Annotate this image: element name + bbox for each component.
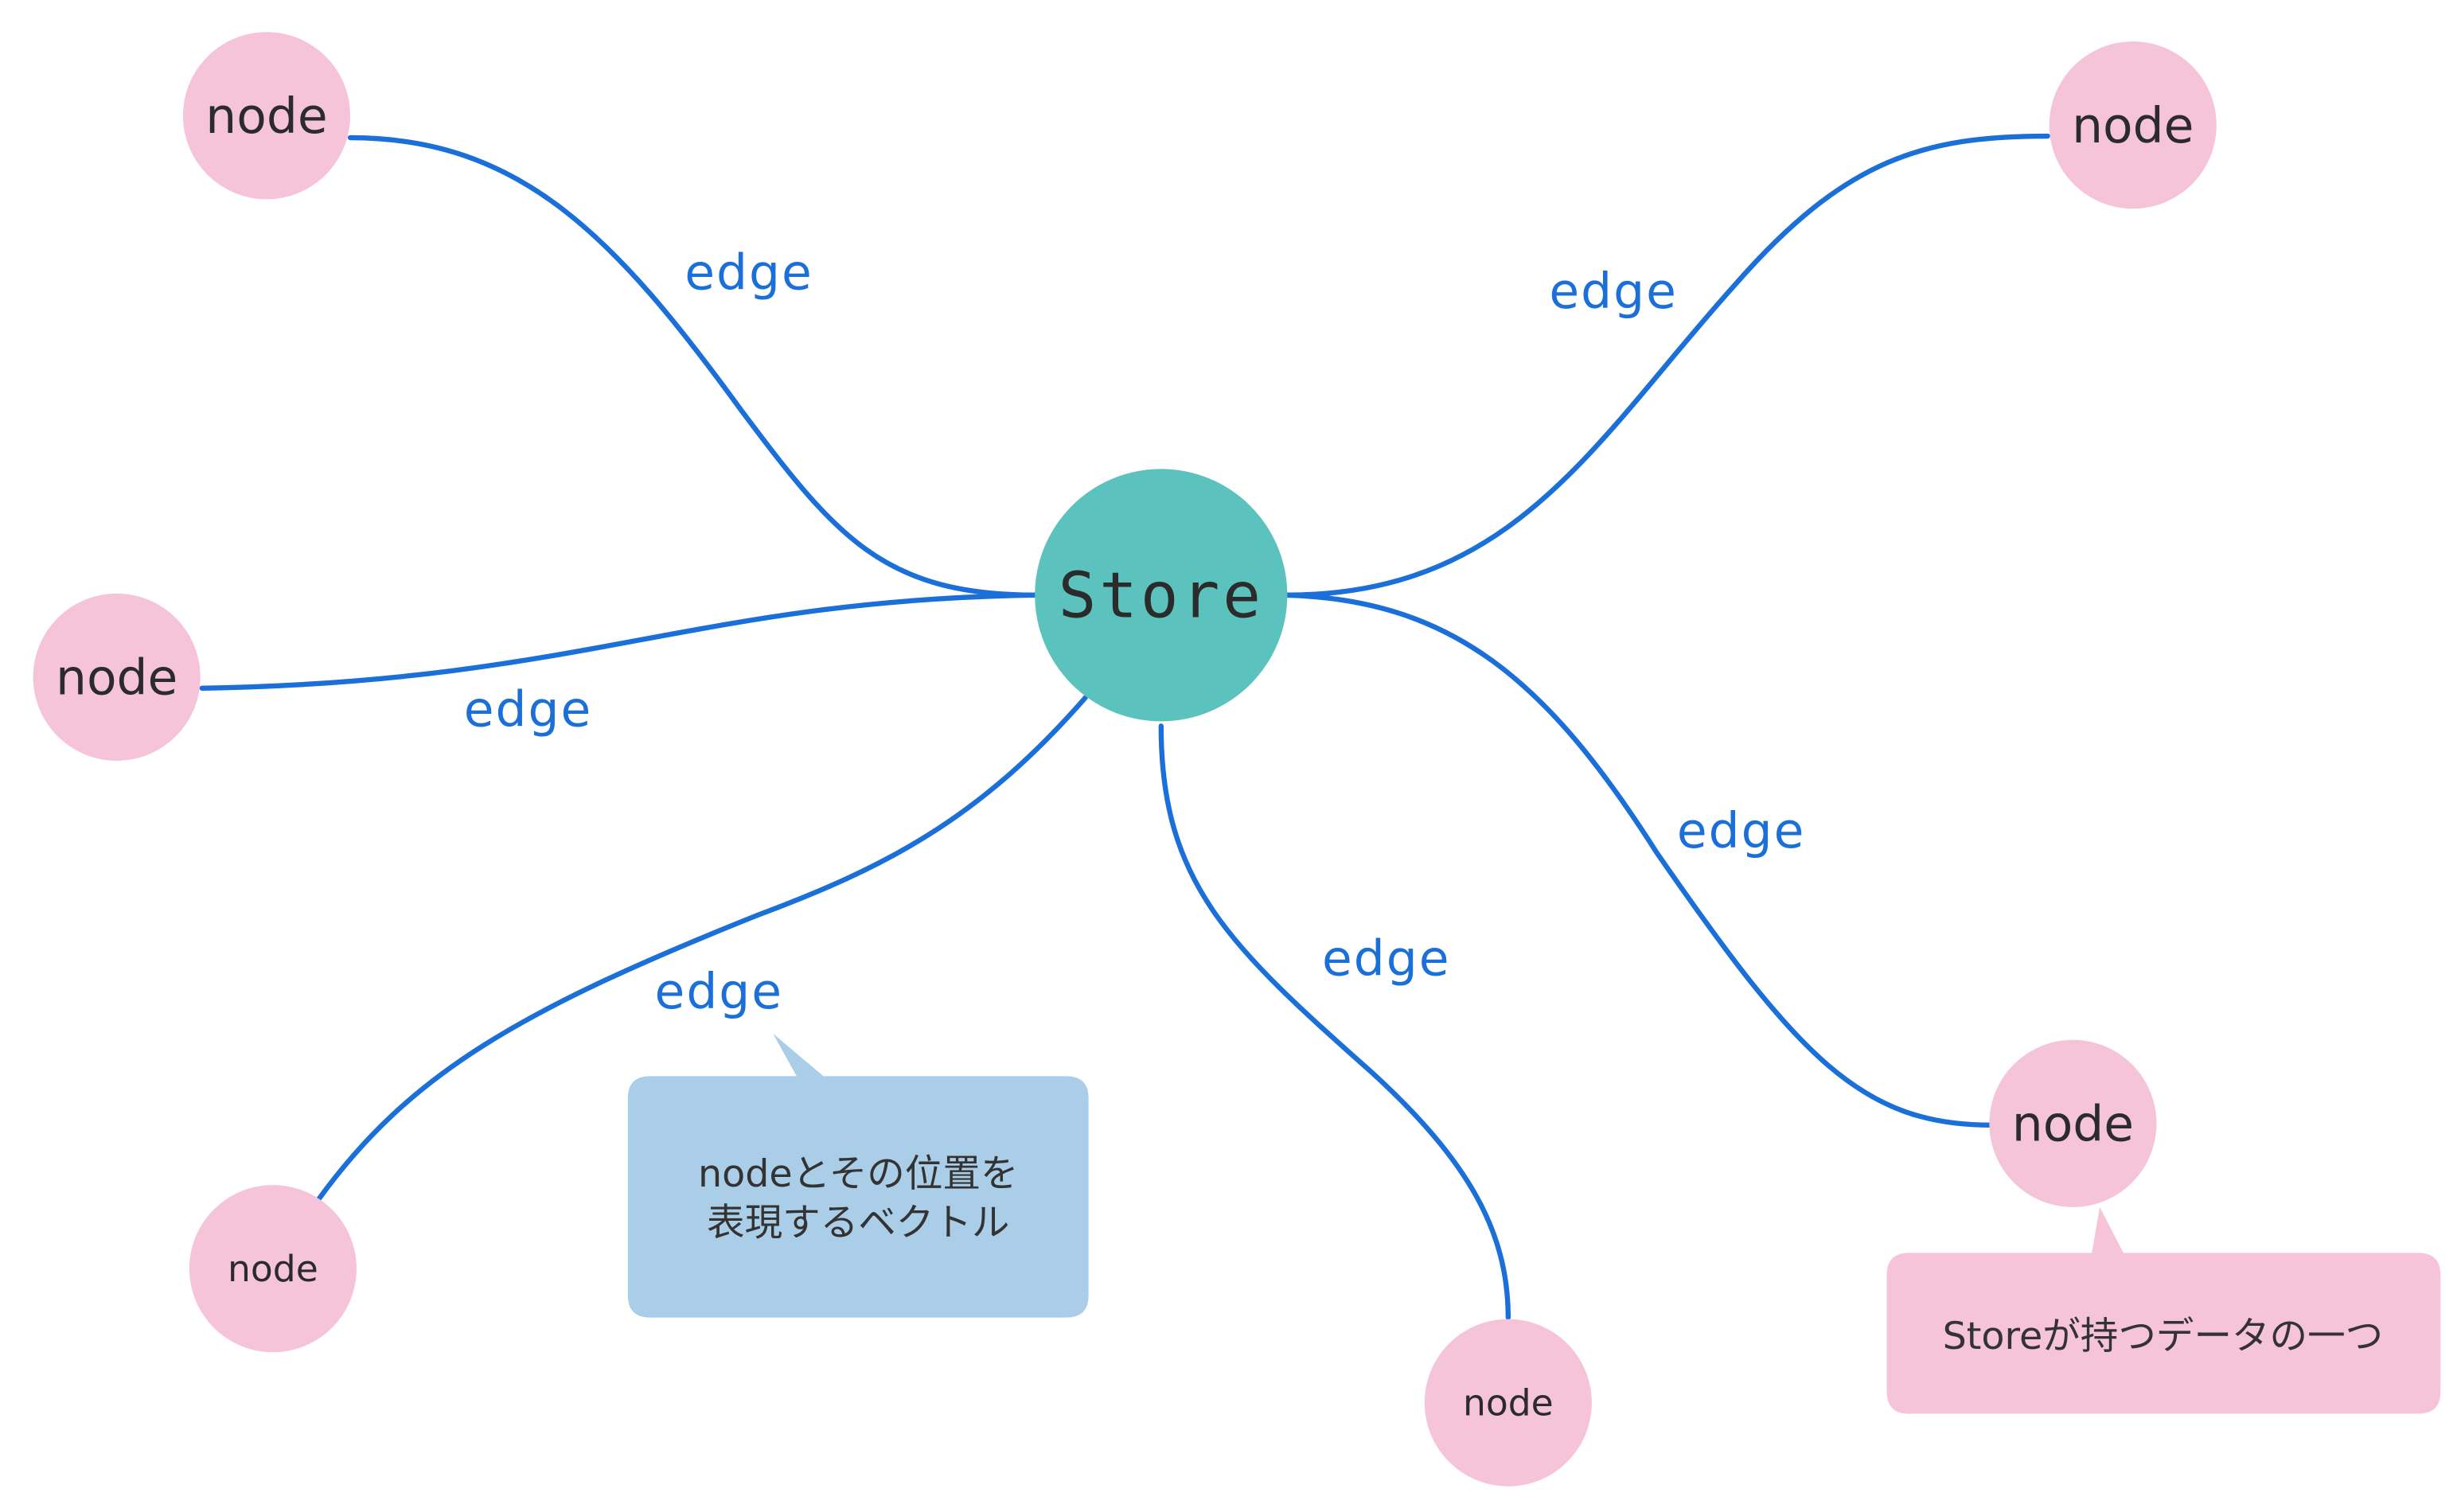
leaf-nodes: node node node node node node (33, 32, 2217, 1487)
node-middle-left[interactable]: node (33, 593, 201, 761)
node-right[interactable]: node (1989, 1039, 2157, 1207)
node-circle (182, 32, 351, 200)
center-node-circle (1035, 469, 1288, 722)
edge-line-top-right (1283, 133, 2050, 598)
node-label: node (205, 88, 327, 145)
node-label: node (228, 1248, 318, 1290)
node-label: node (2012, 1097, 2134, 1153)
node-circle (1424, 1319, 1592, 1487)
edges (199, 133, 2050, 1320)
node-bottom-left[interactable]: node (189, 1185, 357, 1353)
node-circle (1989, 1039, 2157, 1207)
node-top-left[interactable]: node (182, 32, 351, 200)
edge-line-bottom-left (316, 695, 1088, 1202)
edge-note-bubble (627, 1033, 1089, 1318)
edge-labels: edge edge edge edge edge edge (464, 244, 1806, 1020)
edge-label-middle-left: edge (464, 681, 593, 738)
edge-note-callout: nodeとその位置を 表現するベクトル (627, 1033, 1089, 1318)
edge-line-bottom-center (1158, 723, 1511, 1320)
node-note-bubble (1886, 1206, 2441, 1414)
edge-label-right: edge (1677, 803, 1806, 859)
edge-line-right (1283, 592, 1994, 1128)
edge-label-bottom-center: edge (1322, 931, 1451, 988)
node-circle (189, 1185, 357, 1353)
node-circle (33, 593, 201, 761)
node-bottom-center[interactable]: node (1424, 1319, 1592, 1487)
edge-line-middle-left (199, 592, 1039, 691)
edge-label-top-right: edge (1549, 263, 1678, 320)
node-label: node (56, 650, 177, 707)
edge-line-top-left (347, 134, 1039, 598)
node-note-line-1: Storeが持つデータの一つ (1943, 1315, 2384, 1358)
edge-label-bottom-left: edge (655, 964, 784, 1020)
node-top-right[interactable]: node (2049, 41, 2217, 209)
edge-note-line-2: 表現するベクトル (707, 1202, 1009, 1245)
edge-label-top-left: edge (684, 244, 813, 301)
node-label: node (2072, 98, 2194, 154)
center-node[interactable]: Store (1035, 469, 1288, 722)
node-label: node (1463, 1381, 1554, 1424)
center-node-label: Store (1059, 559, 1264, 633)
edge-note-line-1: nodeとその位置を (698, 1152, 1019, 1196)
node-note-callout: Storeが持つデータの一つ (1886, 1206, 2441, 1414)
node-circle (2049, 41, 2217, 209)
